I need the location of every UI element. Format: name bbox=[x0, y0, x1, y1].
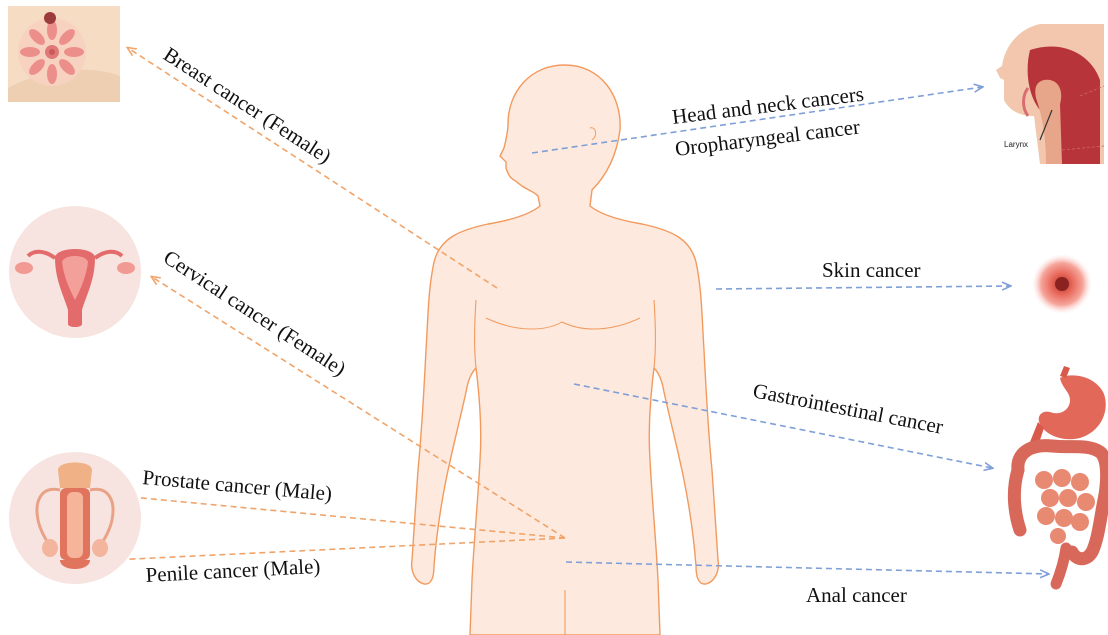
label-anal-cancer: Anal cancer bbox=[806, 583, 907, 607]
larynx-illustration: Larynx bbox=[996, 24, 1104, 164]
label-cervical-cancer: Cervical cancer (Female) bbox=[159, 245, 350, 381]
label-skin-cancer: Skin cancer bbox=[822, 258, 921, 282]
breast-illustration bbox=[8, 6, 120, 102]
label-penile-cancer: Penile cancer (Male) bbox=[145, 554, 321, 587]
label-gastrointestinal-cancer: Gastrointestinal cancer bbox=[751, 378, 945, 438]
stomach-shape bbox=[1039, 375, 1106, 439]
label-prostate-cancer: Prostate cancer (Male) bbox=[142, 465, 333, 505]
skin-lesion-illustration bbox=[1032, 254, 1092, 314]
rectum bbox=[1056, 548, 1066, 584]
skin-arrow bbox=[716, 286, 1010, 289]
label-breast-cancer: Breast cancer (Female) bbox=[159, 42, 335, 168]
human-body-silhouette bbox=[412, 65, 719, 635]
uterus-illustration bbox=[9, 206, 141, 338]
gastrointestinal-illustration bbox=[1014, 366, 1106, 584]
label-larynx: Larynx bbox=[1004, 140, 1028, 149]
male-reproductive-illustration bbox=[9, 452, 141, 584]
body-outline bbox=[412, 65, 719, 635]
